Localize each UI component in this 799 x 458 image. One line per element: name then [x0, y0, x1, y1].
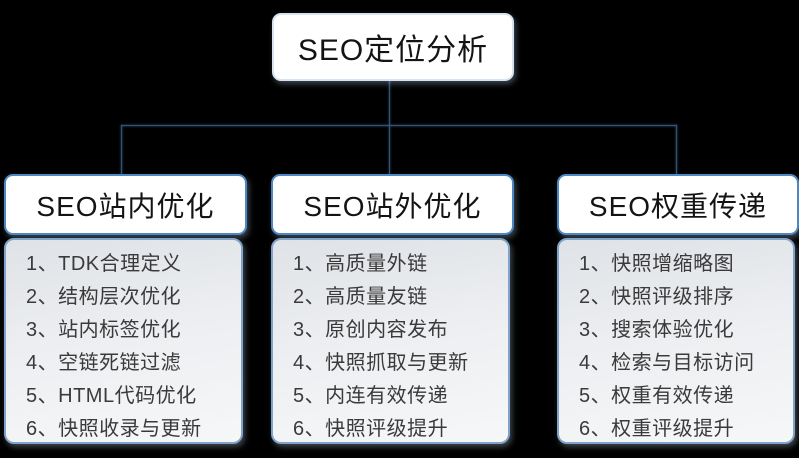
list-item: 2、快照评级排序 — [579, 286, 735, 308]
list-item: 5、内连有效传递 — [293, 385, 449, 407]
branch-header-weight-label: SEO权重传递 — [588, 190, 768, 222]
list-item: 6、快照评级提升 — [293, 418, 449, 440]
list-item: 3、搜索体验优化 — [579, 319, 735, 341]
branch-header-weight: SEO权重传递 — [557, 174, 799, 235]
list-item: 1、TDK合理定义 — [26, 253, 182, 275]
list-item: 4、快照抓取与更新 — [293, 352, 469, 374]
list-item: 2、高质量友链 — [293, 286, 428, 308]
connector-rail — [121, 125, 677, 126]
item-list-onsite: 1、TDK合理定义 2、结构层次优化 3、站内标签优化 4、空链死链过滤 5、HTML代… — [6, 240, 241, 446]
list-item: 5、HTML代码优化 — [26, 385, 197, 407]
list-item: 4、检索与目标访问 — [579, 352, 755, 374]
list-item: 3、站内标签优化 — [26, 319, 182, 341]
root-node-label: SEO定位分析 — [297, 34, 489, 67]
branch-header-offsite-label: SEO站外优化 — [303, 190, 482, 222]
item-list-weight: 1、快照增缩略图 2、快照评级排序 3、搜索体验优化 4、检索与目标访问 5、权重有效传… — [559, 240, 793, 446]
branch-header-onsite: SEO站内优化 — [4, 174, 247, 235]
list-item: 6、权重评级提升 — [579, 418, 735, 440]
branch-panel-weight: 1、快照增缩略图 2、快照评级排序 3、搜索体验优化 4、检索与目标访问 5、权重有效传… — [557, 238, 795, 444]
list-item: 3、原创内容发布 — [293, 319, 449, 341]
branch-panel-onsite: 1、TDK合理定义 2、结构层次优化 3、站内标签优化 4、空链死链过滤 5、HTML代… — [4, 238, 243, 444]
branch-header-onsite-label: SEO站内优化 — [36, 190, 215, 222]
connector-right-drop — [676, 125, 677, 174]
list-item: 1、高质量外链 — [293, 253, 428, 275]
list-item: 5、权重有效传递 — [579, 385, 735, 407]
item-list-offsite: 1、高质量外链 2、高质量友链 3、原创内容发布 4、快照抓取与更新 5、内连有效传递 6… — [273, 240, 508, 446]
branch-panel-offsite: 1、高质量外链 2、高质量友链 3、原创内容发布 4、快照抓取与更新 5、内连有效传递 6… — [271, 238, 510, 444]
connector-root-drop — [389, 77, 390, 125]
list-item: 4、空链死链过滤 — [26, 352, 182, 374]
connector-left-drop — [121, 125, 122, 174]
connector-middle-drop — [389, 125, 390, 174]
list-item: 1、快照增缩略图 — [579, 253, 735, 275]
root-node: SEO定位分析 — [272, 13, 514, 81]
branch-header-offsite: SEO站外优化 — [271, 174, 514, 235]
list-item: 6、快照收录与更新 — [26, 418, 202, 440]
list-item: 2、结构层次优化 — [26, 286, 182, 308]
